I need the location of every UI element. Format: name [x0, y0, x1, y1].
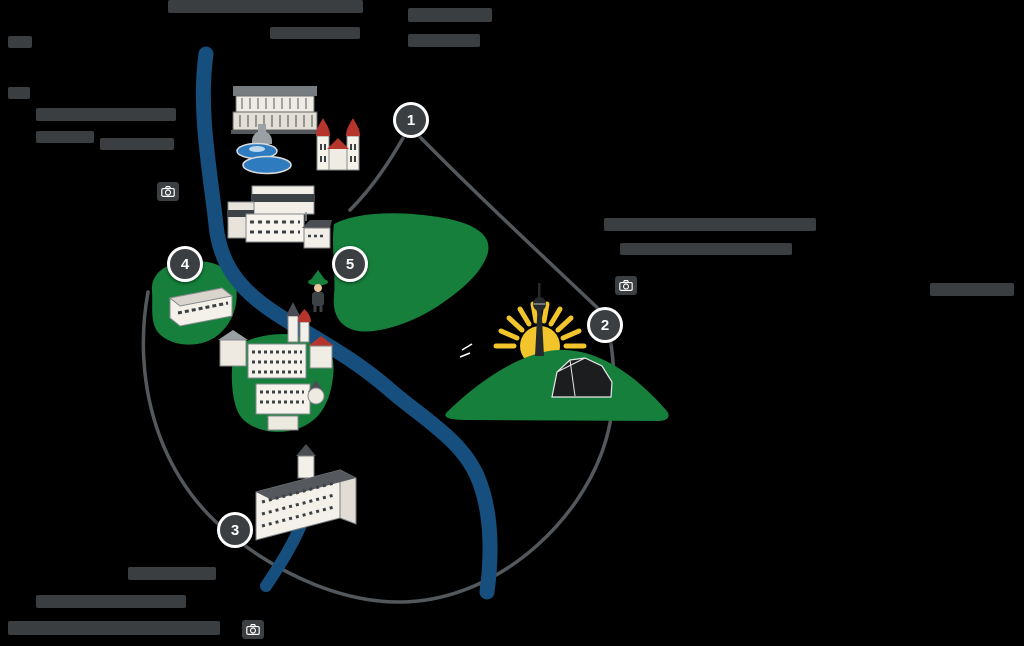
small-house-icon	[302, 212, 332, 249]
label-bar	[8, 621, 220, 635]
map-marker-1[interactable]: 1	[393, 102, 429, 138]
stadium-tent-icon	[551, 357, 613, 398]
park-english-garden	[333, 213, 489, 332]
label-bar	[604, 218, 816, 231]
camera-glyph	[246, 624, 260, 635]
twin-domed-church-icon	[316, 118, 360, 171]
hill-with-tower-and-sun	[445, 283, 669, 421]
label-bar	[270, 27, 360, 39]
ring-road	[141, 135, 616, 604]
sparkle-icon	[459, 343, 473, 358]
label-bar	[930, 283, 1014, 296]
label-bar	[36, 108, 176, 121]
map-marker-3[interactable]: 3	[217, 512, 253, 548]
museum-complex-icon	[227, 185, 315, 243]
label-bar	[100, 138, 174, 150]
camera-icon	[242, 620, 264, 639]
label-bar	[408, 8, 492, 22]
modern-gallery-icon	[168, 287, 234, 327]
tent-ridges	[556, 357, 586, 397]
fountain-icon	[236, 124, 292, 175]
statue-figure-icon	[308, 270, 328, 312]
camera-glyph	[161, 186, 175, 197]
tv-tower-icon	[533, 283, 546, 356]
landmark-buildings	[168, 86, 360, 541]
label-bar	[128, 567, 216, 580]
camera-icon	[615, 276, 637, 295]
label-bar	[168, 0, 363, 13]
camera-glyph	[619, 280, 633, 291]
label-bar	[8, 87, 30, 99]
label-bar	[408, 34, 480, 47]
palace-museum-icon	[255, 444, 357, 541]
arcade-building-icon	[231, 86, 319, 134]
label-bar	[8, 36, 32, 48]
map-marker-2[interactable]: 2	[587, 307, 623, 343]
camera-icon	[157, 182, 179, 201]
label-bar	[36, 595, 186, 608]
map-marker-5[interactable]: 5	[332, 246, 368, 282]
label-bar	[620, 243, 792, 255]
old-town-cluster-icon	[218, 302, 334, 431]
map-marker-4[interactable]: 4	[167, 246, 203, 282]
label-bar	[36, 131, 94, 143]
